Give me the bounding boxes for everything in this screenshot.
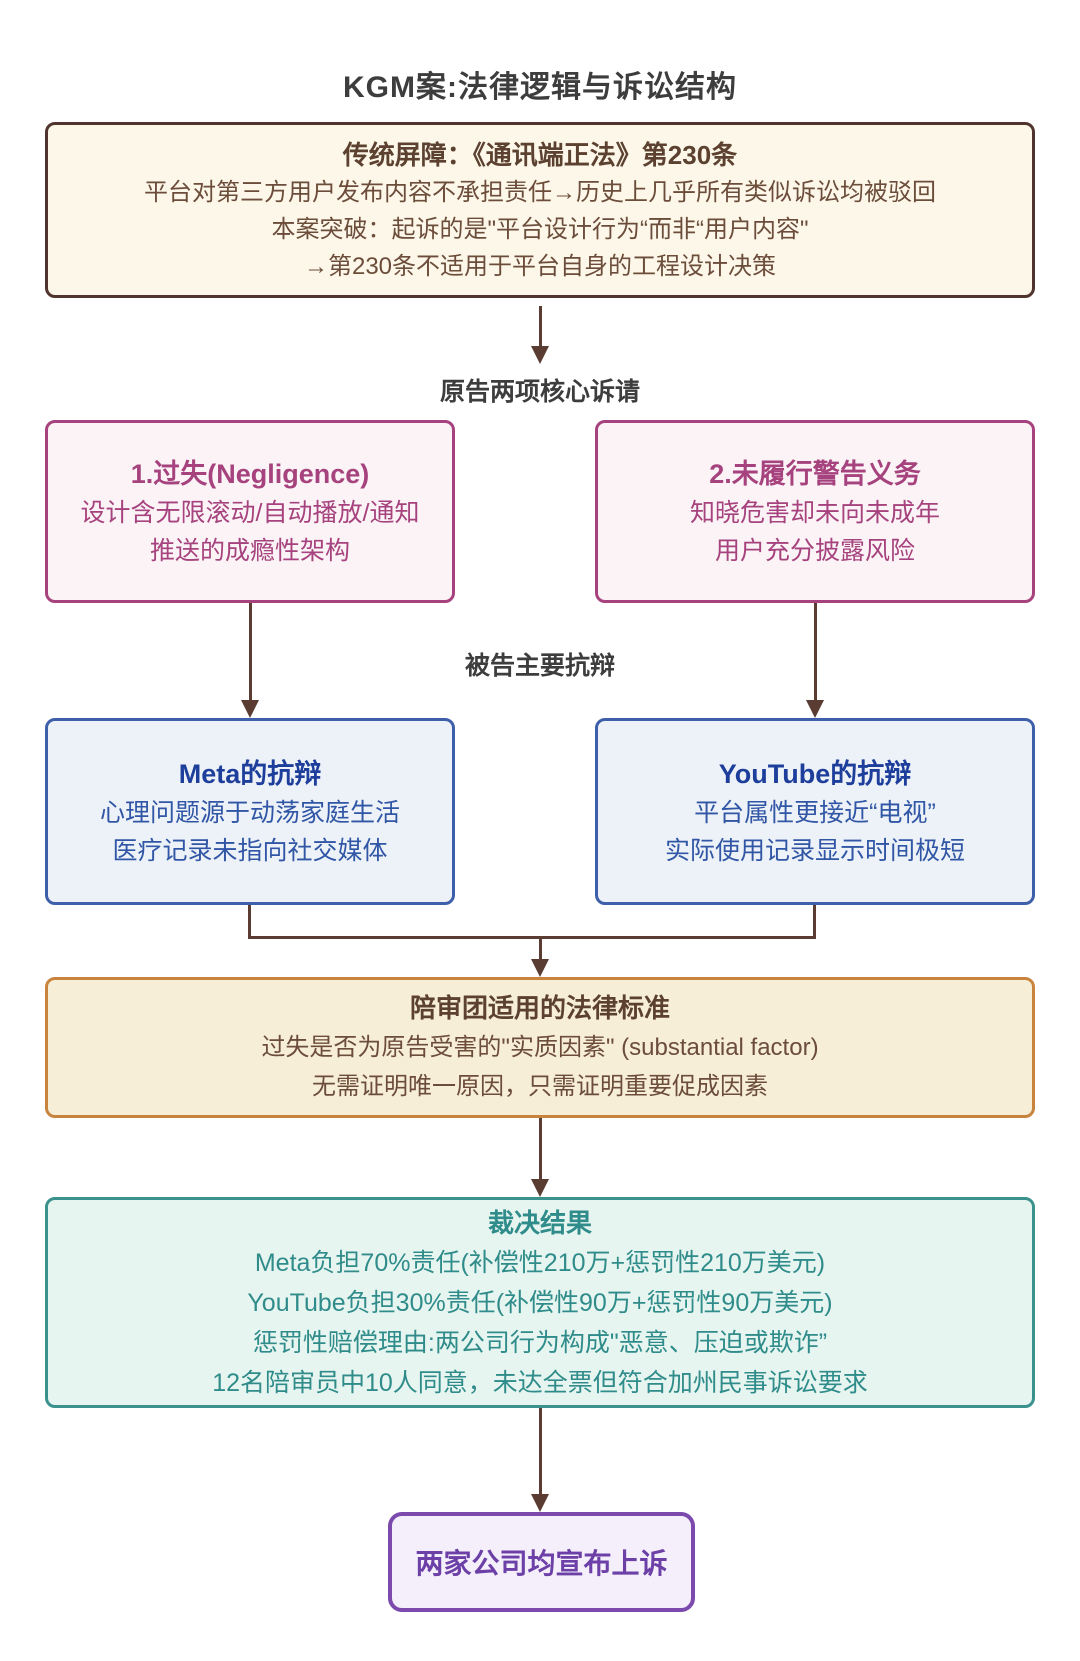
section230-line-2: 本案突破：起诉的是"平台设计行为“而非“用户内容" (271, 215, 809, 243)
section230-line-1: 平台对第三方用户发布内容不承担责任→历史上几乎所有类似诉讼均被驳回 (144, 178, 936, 206)
jury-standard-box: 陪审团适用的法律标准 过失是否为原告受害的"实质因素" (substantial… (45, 977, 1035, 1118)
claim-failure-to-warn-box: 2.未履行警告义务 知晓危害却未向未成年 用户充分披露风险 (595, 420, 1035, 603)
defense-youtube-line-1: 平台属性更接近“电视” (694, 798, 936, 827)
flow-arrow-merge (531, 936, 549, 977)
flow-arrow-down-left (241, 603, 259, 718)
claim-negligence-line-1: 设计含无限滚动/自动播放/通知 (80, 498, 420, 527)
arrow-shaft (813, 603, 817, 700)
arrow-shaft (538, 306, 542, 346)
page-title: KGM案:法律逻辑与诉讼结构 (343, 71, 737, 104)
claim-failure-to-warn-line-1: 知晓危害却未向未成年 (689, 498, 940, 527)
arrow-head-icon (241, 700, 259, 718)
defense-youtube-box: YouTube的抗辩 平台属性更接近“电视” 实际使用记录显示时间极短 (595, 718, 1035, 905)
merge-connector (248, 905, 816, 939)
flow-arrow-down-right (806, 603, 824, 718)
flow-arrow-down-1 (531, 306, 549, 364)
section230-line-3: →第230条不适用于平台自身的工程设计决策 (303, 252, 777, 280)
defense-meta-line-2: 医疗记录未指向社交媒体 (112, 836, 388, 865)
arrow-head-icon (531, 959, 549, 977)
claims-label: 原告两项核心诉请 (439, 378, 640, 406)
defense-meta-box: Meta的抗辩 心理问题源于动荡家庭生活 医疗记录未指向社交媒体 (45, 718, 455, 905)
arrow-head-icon (806, 700, 824, 718)
verdict-line-4: 12名陪审员中10人同意，未达全票但符合加州民事诉讼要求 (212, 1368, 868, 1397)
section230-box: 传统屏障：《通讯端正法》第230条 平台对第三方用户发布内容不承担责任→历史上几… (45, 122, 1035, 298)
claim-failure-to-warn-line-2: 用户充分披露风险 (714, 536, 915, 565)
jury-standard-title: 陪审团适用的法律标准 (409, 993, 670, 1023)
defense-meta-title: Meta的抗辩 (178, 758, 322, 789)
flow-arrow-down-3 (531, 1408, 549, 1512)
arrow-head-icon (531, 1494, 549, 1512)
claim-negligence-box: 1.过失(Negligence) 设计含无限滚动/自动播放/通知 推送的成瘾性架… (45, 420, 455, 603)
arrow-shaft (538, 936, 542, 959)
defense-meta-line-1: 心理问题源于动荡家庭生活 (99, 798, 400, 827)
appeal-box: 两家公司均宣布上诉 (388, 1512, 695, 1612)
verdict-line-2: YouTube负担30%责任(补偿性90万+惩罚性90万美元) (247, 1288, 833, 1317)
arrow-shaft (538, 1408, 542, 1494)
arrow-head-icon (531, 1179, 549, 1197)
arrow-head-icon (531, 346, 549, 364)
claim-negligence-line-2: 推送的成瘾性架构 (149, 536, 350, 565)
appeal-title: 两家公司均宣布上诉 (415, 1548, 668, 1579)
verdict-line-3: 惩罚性赔偿理由:两公司行为构成"恶意、压迫或欺诈” (252, 1328, 828, 1357)
section230-title: 传统屏障：《通讯端正法》第230条 (342, 139, 738, 170)
jury-standard-line-2: 无需证明唯一原因，只需证明重要促成因素 (312, 1073, 768, 1100)
arrow-shaft (248, 603, 252, 700)
verdict-line-1: Meta负担70%责任(补偿性210万+惩罚性210万美元) (254, 1248, 826, 1277)
verdict-box: 裁决结果 Meta负担70%责任(补偿性210万+惩罚性210万美元) YouT… (45, 1197, 1035, 1408)
claim-negligence-title: 1.过失(Negligence) (130, 458, 370, 489)
defense-youtube-title: YouTube的抗辩 (718, 758, 912, 789)
defense-youtube-line-2: 实际使用记录显示时间极短 (664, 836, 965, 865)
defenses-label: 被告主要抗辩 (464, 652, 615, 680)
claim-failure-to-warn-title: 2.未履行警告义务 (709, 458, 921, 489)
jury-standard-line-1: 过失是否为原告受害的"实质因素" (substantial factor) (261, 1034, 819, 1061)
verdict-title: 裁决结果 (487, 1207, 592, 1238)
arrow-shaft (538, 1118, 542, 1179)
flow-arrow-down-2 (531, 1118, 549, 1197)
